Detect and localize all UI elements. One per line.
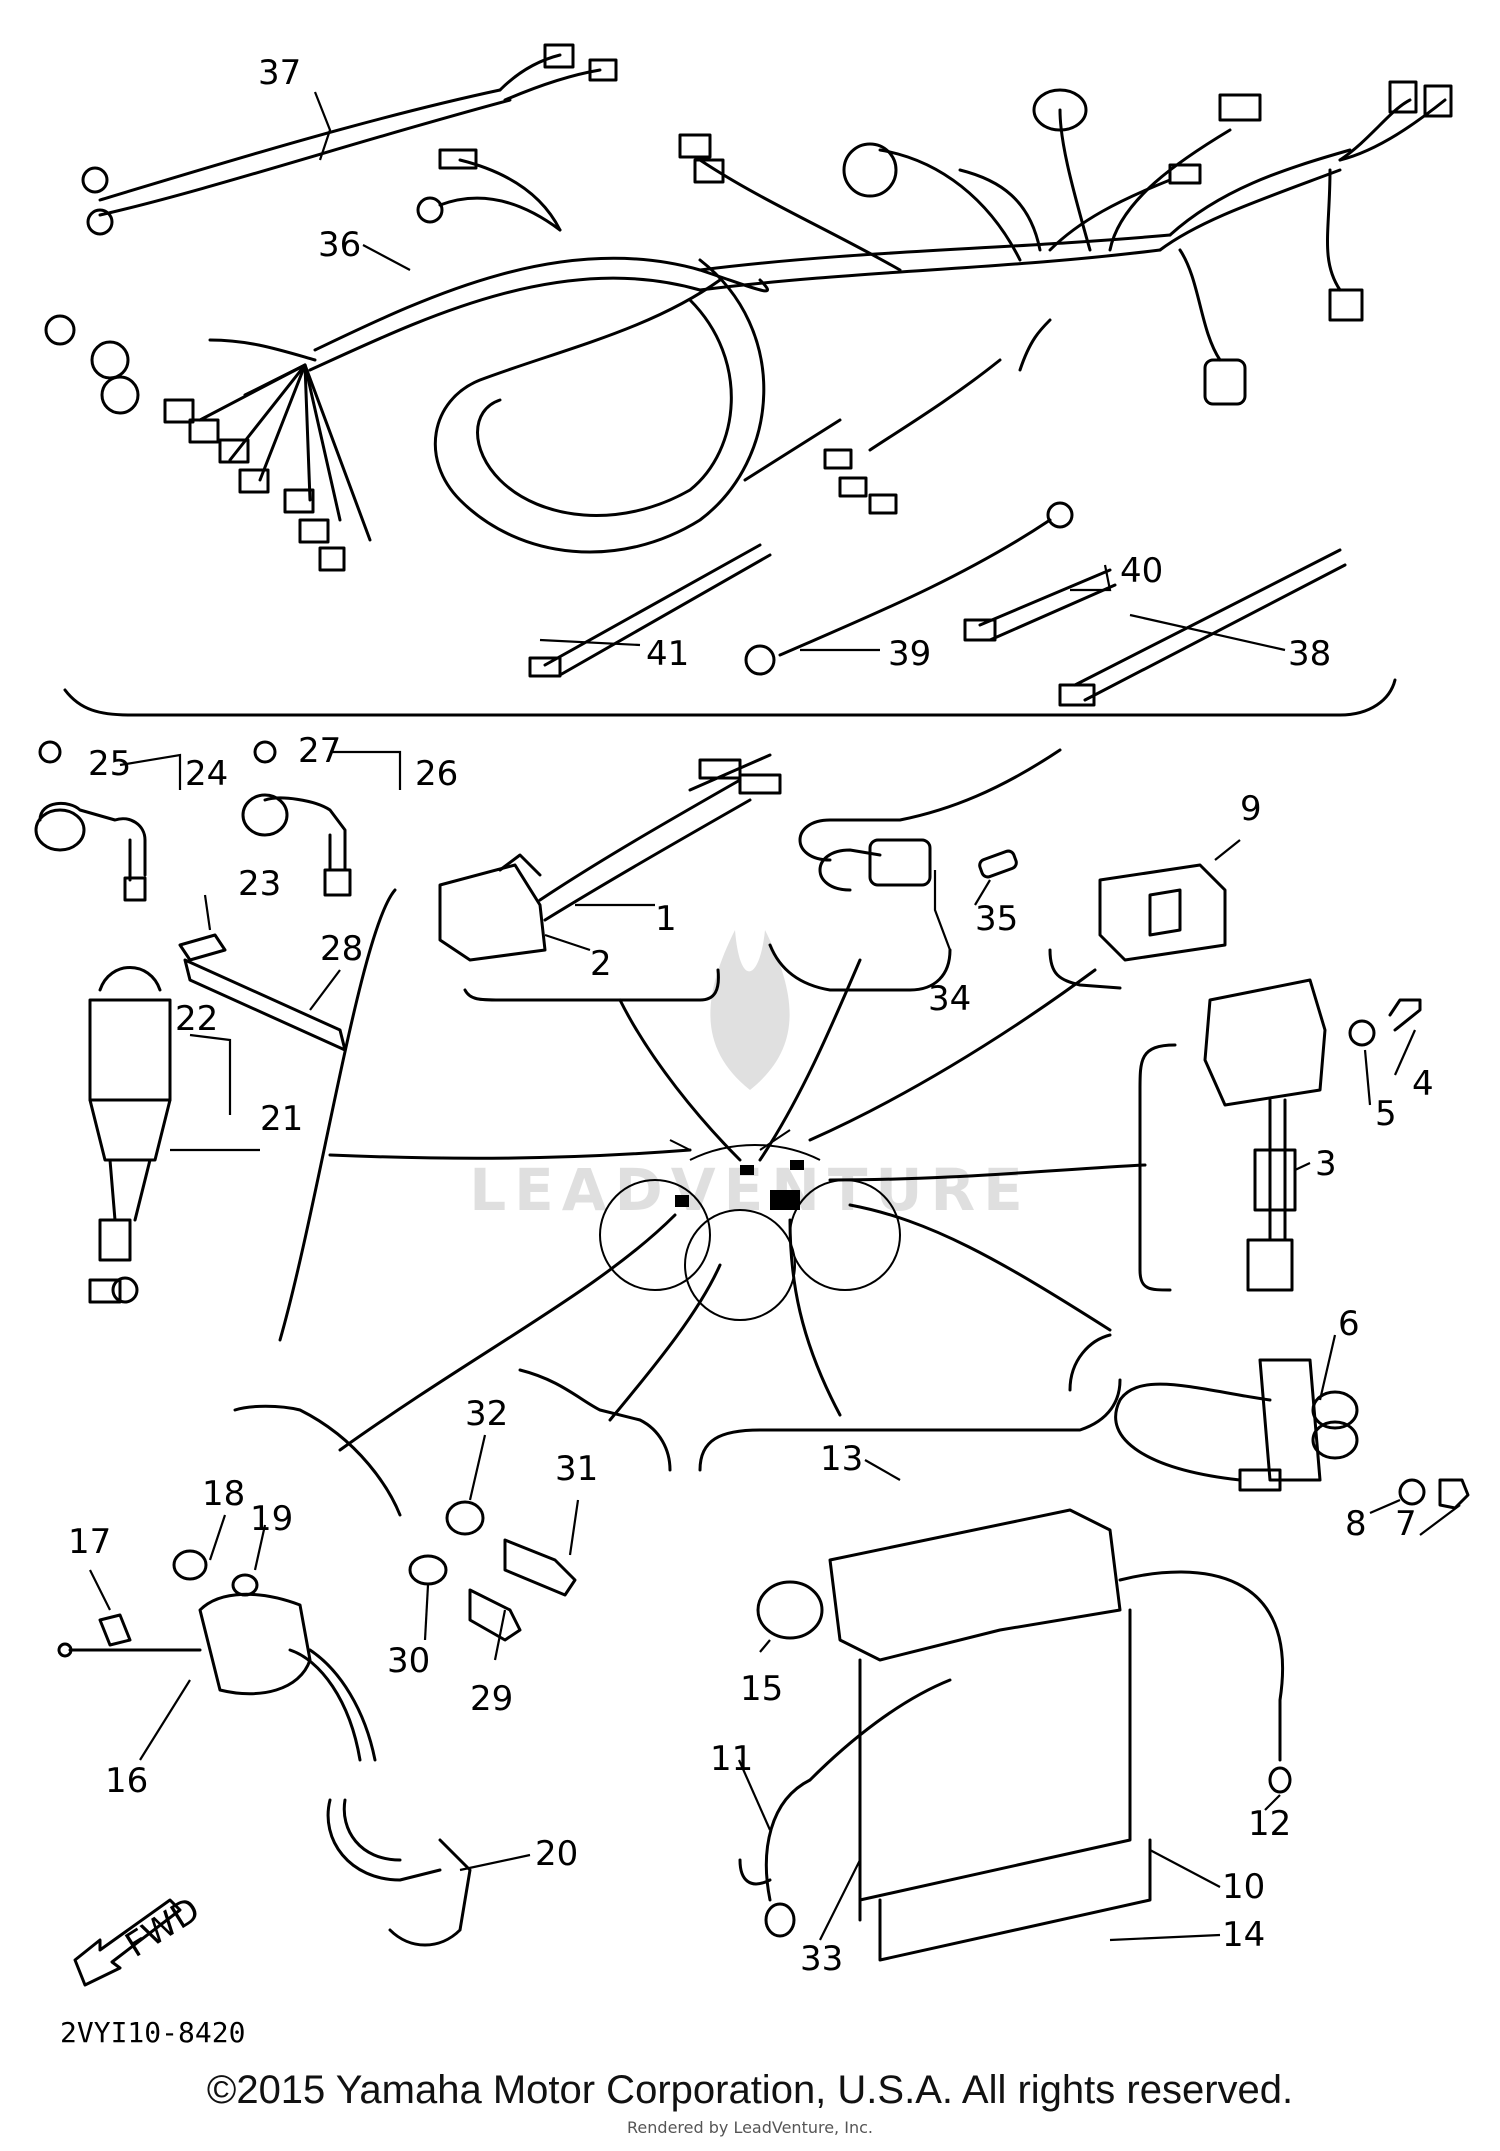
cable-ties bbox=[528, 418, 1347, 707]
vehicle-outline bbox=[599, 1129, 901, 1321]
part-number-14: 14 bbox=[1222, 1915, 1265, 1955]
part-number-37: 37 bbox=[258, 53, 301, 93]
part-number-3: 3 bbox=[1315, 1144, 1337, 1184]
part-number-22: 22 bbox=[175, 999, 218, 1039]
part-number-16: 16 bbox=[105, 1761, 148, 1801]
part-number-labels: 37 36 40 38 39 41 25 24 27 26 23 28 22 2… bbox=[68, 53, 1434, 1979]
part-number-27: 27 bbox=[298, 731, 341, 771]
part-number-12: 12 bbox=[1248, 1804, 1291, 1844]
part-number-13: 13 bbox=[820, 1439, 863, 1479]
part-number-17: 17 bbox=[68, 1522, 111, 1562]
starter-relay-34 bbox=[798, 748, 1062, 892]
ignition-coil-16 bbox=[57, 1549, 472, 1947]
regulator-3 bbox=[1203, 978, 1422, 1292]
part-number-11: 11 bbox=[710, 1739, 753, 1779]
part-number-21: 21 bbox=[260, 1099, 303, 1139]
part-number-25: 25 bbox=[88, 744, 131, 784]
part-number-33: 33 bbox=[800, 1939, 843, 1979]
wire-harness bbox=[44, 80, 1453, 572]
part-number-18: 18 bbox=[202, 1474, 245, 1514]
bracket-16-20 bbox=[233, 1404, 402, 1517]
bracket-battery bbox=[698, 1378, 1122, 1472]
bracket-6-8 bbox=[1068, 1333, 1112, 1392]
part-number-38: 38 bbox=[1288, 634, 1331, 674]
part-number-9: 9 bbox=[1240, 789, 1262, 829]
fwd-arrow-icon: FWD bbox=[73, 1890, 207, 1987]
part-number-19: 19 bbox=[250, 1499, 293, 1539]
part-number-36: 36 bbox=[318, 225, 361, 265]
copyright-notice: ©2015 Yamaha Motor Corporation, U.S.A. A… bbox=[206, 2068, 1294, 2112]
part-number-5: 5 bbox=[1375, 1094, 1397, 1134]
part-number-26: 26 bbox=[415, 754, 458, 794]
part-number-41: 41 bbox=[646, 634, 689, 674]
part-number-23: 23 bbox=[238, 864, 281, 904]
handlebar-switch bbox=[438, 753, 782, 962]
part-number-29: 29 bbox=[470, 1679, 513, 1719]
bracket-right bbox=[1138, 1043, 1177, 1292]
part-number-15: 15 bbox=[740, 1669, 783, 1709]
bracket-left bbox=[278, 888, 397, 1342]
starter-relay-6 bbox=[1114, 1358, 1470, 1510]
bracket-29-32 bbox=[518, 1368, 672, 1472]
part-number-40: 40 bbox=[1120, 551, 1163, 591]
part-number-28: 28 bbox=[320, 929, 363, 969]
battery-10 bbox=[738, 1508, 1292, 1962]
part-number-1: 1 bbox=[655, 899, 677, 939]
part-number-24: 24 bbox=[185, 754, 228, 794]
bracket-1-2 bbox=[463, 968, 720, 1002]
main-switch-21 bbox=[88, 966, 172, 1304]
watermark: LEADVENTURE bbox=[469, 930, 1023, 1224]
part-number-20: 20 bbox=[535, 1834, 578, 1874]
part-number-30: 30 bbox=[387, 1641, 430, 1681]
harness-bracket bbox=[63, 678, 1397, 717]
svg-text:FWD: FWD bbox=[119, 1890, 207, 1966]
part-number-6: 6 bbox=[1338, 1304, 1360, 1344]
sub-harness-37 bbox=[81, 43, 618, 236]
leader-arrows bbox=[328, 958, 1147, 1452]
bracket-34-35 bbox=[768, 943, 952, 992]
part-number-8: 8 bbox=[1345, 1504, 1367, 1544]
rendered-by-notice: Rendered by LeadVenture, Inc. bbox=[627, 2118, 873, 2137]
diagram-code: 2VYI10-8420 bbox=[60, 2016, 246, 2049]
part-number-2: 2 bbox=[590, 944, 612, 984]
parts-23-28 bbox=[34, 740, 352, 1052]
part-number-34: 34 bbox=[928, 979, 971, 1019]
switches-29-32 bbox=[408, 1500, 577, 1642]
number-leaders bbox=[89, 91, 1461, 1942]
part-number-39: 39 bbox=[888, 634, 931, 674]
part-number-32: 32 bbox=[465, 1394, 508, 1434]
bracket-9 bbox=[1048, 948, 1122, 990]
relay-9 bbox=[1098, 863, 1227, 962]
part-number-35: 35 bbox=[975, 899, 1018, 939]
part-number-31: 31 bbox=[555, 1449, 598, 1489]
part-number-10: 10 bbox=[1222, 1867, 1265, 1907]
part-number-4: 4 bbox=[1412, 1064, 1434, 1104]
part-number-7: 7 bbox=[1395, 1504, 1417, 1544]
